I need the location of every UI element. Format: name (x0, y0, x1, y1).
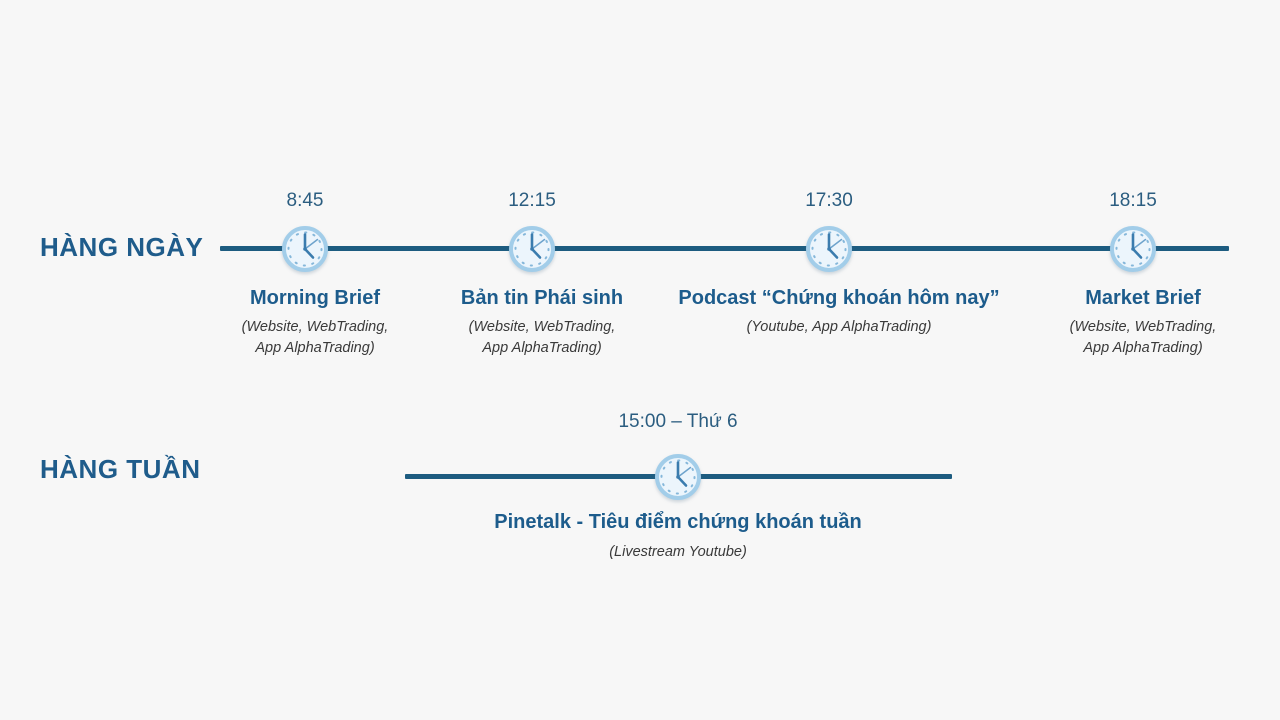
event-title: Morning Brief (250, 287, 380, 309)
event-time: 18:15 (1109, 190, 1157, 211)
event-time: 15:00 – Thứ 6 (618, 411, 738, 432)
event-time: 12:15 (508, 190, 556, 211)
clock-icon (654, 453, 702, 501)
event-platforms-line1: (Website, WebTrading, (241, 319, 389, 335)
event-platforms: (Youtube, App AlphaTrading) (747, 317, 932, 338)
event-time: 8:45 (286, 190, 324, 211)
clock-icon (1109, 225, 1157, 273)
daily-timeline-line (220, 246, 1229, 251)
weekly-row-label: HÀNG TUẦN (40, 454, 201, 484)
event-platforms-line1: (Website, WebTrading, (468, 319, 616, 335)
event-platforms-line2: App AlphaTrading) (1083, 340, 1203, 356)
event-platforms-line1: (Youtube, App AlphaTrading) (746, 319, 932, 335)
event-title: Podcast “Chứng khoán hôm nay” (678, 287, 1000, 309)
daily-row-label: HÀNG NGÀY (40, 232, 204, 262)
event-platforms-line2: App AlphaTrading) (482, 340, 602, 356)
event-platforms-line1: (Website, WebTrading, (1069, 319, 1217, 335)
event-platforms-line1: (Livestream Youtube) (609, 544, 747, 560)
event-title: Pinetalk - Tiêu điểm chứng khoán tuần (494, 511, 862, 533)
event-platforms-line2: App AlphaTrading) (255, 340, 375, 356)
clock-icon (508, 225, 556, 273)
clock-icon (281, 225, 329, 273)
clock-icon (805, 225, 853, 273)
event-title: Bản tin Phái sinh (460, 287, 624, 309)
event-platforms: (Website, WebTrading, App AlphaTrading) (469, 317, 616, 359)
event-platforms: (Website, WebTrading, App AlphaTrading) (1070, 317, 1217, 359)
event-platforms: (Website, WebTrading, App AlphaTrading) (242, 317, 389, 359)
event-platforms: (Livestream Youtube) (609, 542, 747, 563)
event-title: Market Brief (1085, 287, 1201, 309)
event-time: 17:30 (805, 190, 853, 211)
